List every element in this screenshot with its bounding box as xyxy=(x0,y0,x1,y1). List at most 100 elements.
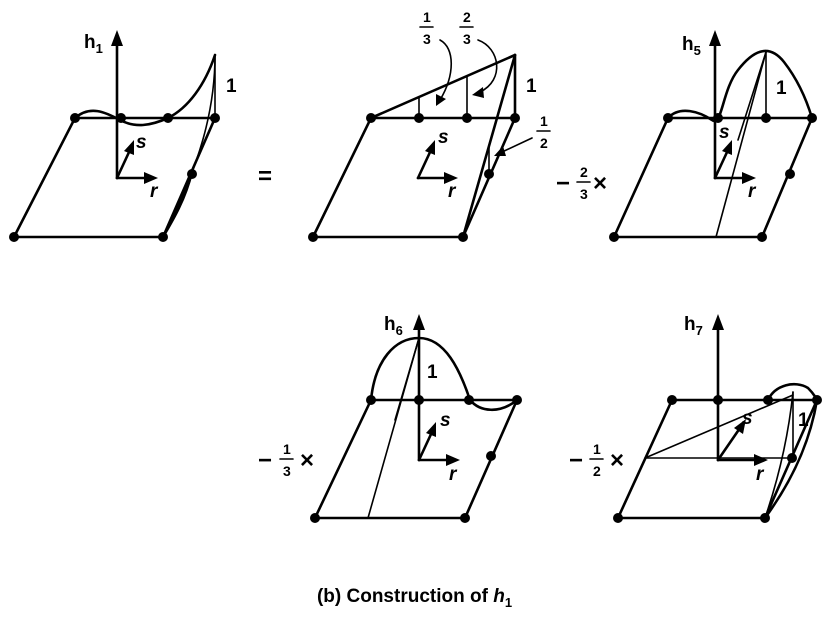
node xyxy=(163,113,173,123)
node xyxy=(613,513,623,523)
two-thirds-annotation: 2 3 xyxy=(459,9,498,98)
node xyxy=(310,513,320,523)
element-outline xyxy=(311,116,517,239)
node xyxy=(609,232,619,242)
h7-edge-curve xyxy=(763,398,819,520)
fraction-numerator: 1 xyxy=(423,9,431,25)
h5-ridge-line-2 xyxy=(737,51,767,141)
h1-surface-edge xyxy=(162,54,216,238)
node xyxy=(308,232,318,242)
s-axis-label: s xyxy=(719,122,730,143)
leader-arrow xyxy=(494,146,506,156)
node xyxy=(763,395,773,405)
times-sign: × xyxy=(300,447,314,474)
unit-value-label: 1 xyxy=(798,410,809,431)
times-sign: × xyxy=(610,447,624,474)
h-axis-arrow xyxy=(712,314,724,330)
node xyxy=(757,232,767,242)
h7-edge-curve-2 xyxy=(764,391,794,519)
s-axis-line xyxy=(716,426,742,462)
leader-arrow xyxy=(436,94,446,106)
r-axis-arrow xyxy=(144,172,158,184)
one-half-annotation: 1 2 xyxy=(494,113,551,156)
node xyxy=(464,395,474,405)
r-axis-label: r xyxy=(448,181,457,202)
h-axis-arrow xyxy=(111,30,123,46)
node xyxy=(761,113,771,123)
minus-sign: − xyxy=(258,447,272,474)
s-axis-arrow xyxy=(734,419,746,434)
coefficient-h6: − 1 3 × xyxy=(258,441,314,479)
h1-surface-curve xyxy=(73,53,217,127)
minus-sign: − xyxy=(569,447,583,474)
linear-top-edge xyxy=(369,53,517,120)
r-axis-arrow xyxy=(754,454,768,466)
node xyxy=(512,395,522,405)
node xyxy=(510,113,520,123)
unit-value-label: 1 xyxy=(776,78,787,99)
s-axis-line xyxy=(417,430,434,462)
panel-linear: s r 1 1 3 2 3 1 2 xyxy=(308,9,551,242)
s-axis-arrow xyxy=(722,140,732,155)
h1-edge-curve xyxy=(161,170,194,239)
fraction-denominator: 3 xyxy=(463,31,471,47)
fraction-numerator: 1 xyxy=(283,441,291,457)
s-axis-arrow xyxy=(425,140,435,155)
panel-h5: h5 s r 1 xyxy=(609,30,817,242)
node xyxy=(667,395,677,405)
node xyxy=(787,453,797,463)
h-axis-arrow xyxy=(709,30,721,46)
node xyxy=(462,113,472,123)
h6-surface-curve xyxy=(369,336,519,412)
caption-subscript: 1 xyxy=(504,594,513,610)
leader-curve xyxy=(477,39,498,93)
leader-curve xyxy=(439,39,452,101)
s-axis-arrow xyxy=(426,422,436,437)
fraction-numerator: 1 xyxy=(593,441,601,457)
node xyxy=(713,113,723,123)
h1-label: h1 xyxy=(84,32,103,56)
r-axis-label: r xyxy=(748,181,757,202)
coefficient-h7: − 1 2 × xyxy=(569,441,624,479)
node xyxy=(458,232,468,242)
h5-label: h5 xyxy=(682,34,701,58)
node xyxy=(116,113,126,123)
leader-arrow xyxy=(472,87,484,98)
s-axis-label: s xyxy=(438,127,449,148)
node xyxy=(713,395,723,405)
h6-label: h6 xyxy=(384,314,403,338)
caption-symbol: h xyxy=(493,586,505,607)
fraction-denominator: 3 xyxy=(283,463,291,479)
panel-h1: h1 s r 1 xyxy=(9,30,237,242)
r-axis-arrow xyxy=(742,172,756,184)
r-axis-label: r xyxy=(150,181,159,202)
node xyxy=(366,113,376,123)
unit-value-label: 1 xyxy=(526,76,537,97)
fraction-denominator: 3 xyxy=(423,31,431,47)
r-axis-label: r xyxy=(449,464,458,485)
s-axis-label: s xyxy=(136,132,147,153)
times-sign: × xyxy=(593,170,607,197)
equals-sign: = xyxy=(258,163,272,190)
s-axis-line xyxy=(416,148,433,180)
node xyxy=(210,113,220,123)
node xyxy=(785,169,795,179)
node xyxy=(366,395,376,405)
h5-surface-curve xyxy=(666,49,814,123)
node xyxy=(158,232,168,242)
fraction-numerator: 1 xyxy=(540,113,548,129)
s-axis-line xyxy=(713,148,730,180)
coefficient-h5: − 2 3 × xyxy=(556,164,607,202)
h6-ridge-line-2 xyxy=(394,337,420,421)
caption-text: (b) Construction of xyxy=(316,586,494,607)
h5-ridge-line xyxy=(715,51,767,238)
fraction-denominator: 3 xyxy=(580,186,588,202)
node xyxy=(812,395,822,405)
node xyxy=(460,513,470,523)
node xyxy=(663,113,673,123)
fraction-denominator: 2 xyxy=(540,135,548,151)
node xyxy=(70,113,80,123)
fraction-numerator: 2 xyxy=(580,164,588,180)
node xyxy=(9,232,19,242)
node xyxy=(187,169,197,179)
